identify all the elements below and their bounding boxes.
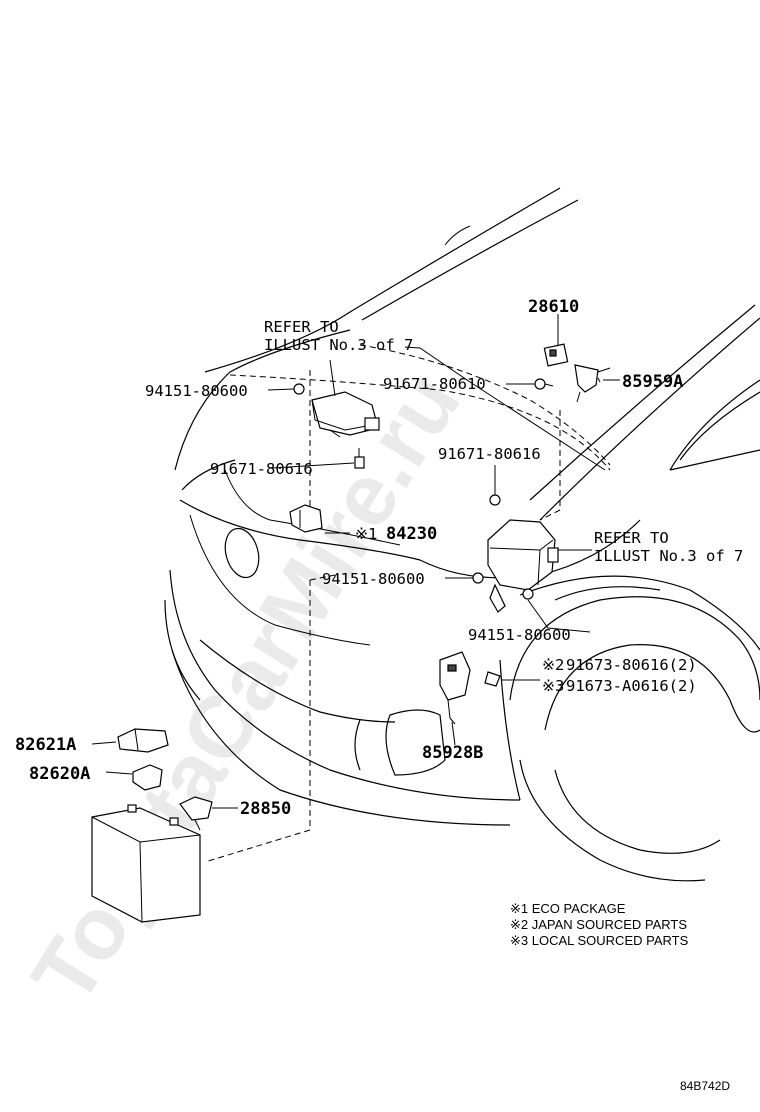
part-82620a[interactable] [132,764,163,791]
label-91671-80610[interactable]: 91671-80610 [383,375,486,393]
label-84230-mark: ※1 [355,525,377,543]
control-module-right[interactable] [487,519,559,613]
label-94151-80600-low[interactable]: 94151-80600 [468,626,571,644]
part-labels: 28610 REFER TO ILLUST No.3 of 7 94151-80… [15,297,743,819]
bolt-91671-80610[interactable] [534,378,554,390]
part-28850[interactable] [179,796,213,831]
drawing-code: 84B742D [680,1079,730,1093]
watermark: ToyotaCarMire.ru [12,355,479,1020]
label-refer-right-1: REFER TO [594,529,669,547]
label-82620a[interactable]: 82620A [29,764,90,784]
nut-94151-80600-top[interactable] [293,383,305,395]
sensor-85928b[interactable] [439,651,471,725]
label-94151-80600-mid[interactable]: 94151-80600 [322,570,425,588]
label-refer-top-2: ILLUST No.3 of 7 [264,336,413,354]
bolt-91671-80616-left[interactable] [354,448,365,469]
label-mark-3: ※3 [542,677,564,695]
part-82621a[interactable] [117,728,169,753]
nut-94151-80600-mid[interactable] [472,572,484,584]
label-85928b[interactable]: 85928B [422,743,483,763]
label-28610[interactable]: 28610 [528,297,579,317]
label-refer-top-1: REFER TO [264,318,339,336]
label-84230[interactable]: 84230 [386,524,437,544]
label-28850[interactable]: 28850 [240,799,291,819]
label-91673-80616[interactable]: 91673-80616(2) [566,656,697,674]
label-mark-2: ※2 [542,656,564,674]
car-body-outline [164,187,760,882]
label-91673-a0616[interactable]: 91673-A0616(2) [566,677,697,695]
label-91671-80616-left[interactable]: 91671-80616 [210,460,313,478]
note-3: ※3 LOCAL SOURCED PARTS [510,933,689,948]
wiring-dashed-lines [204,370,561,863]
nut-94151-80600-low[interactable] [522,588,534,600]
bolt-91671-80616-right[interactable] [489,494,501,506]
leader-lines [91,314,620,809]
bracket-84230[interactable] [289,504,323,533]
battery[interactable] [91,804,201,923]
control-module-upper[interactable] [311,391,380,438]
note-2: ※2 JAPAN SOURCED PARTS [510,917,687,932]
label-94151-80600-top[interactable]: 94151-80600 [145,382,248,400]
label-82621a[interactable]: 82621A [15,735,76,755]
note-1: ※1 ECO PACKAGE [510,901,626,916]
label-91671-80616-right[interactable]: 91671-80616 [438,445,541,463]
bolt-91673[interactable] [484,671,501,687]
label-refer-right-2: ILLUST No.3 of 7 [594,547,743,565]
connector-85959a[interactable] [574,364,611,403]
footnotes: ※1 ECO PACKAGE ※2 JAPAN SOURCED PARTS ※3… [510,901,689,948]
relay-28610[interactable] [543,343,569,367]
label-85959a[interactable]: 85959A [622,372,683,392]
